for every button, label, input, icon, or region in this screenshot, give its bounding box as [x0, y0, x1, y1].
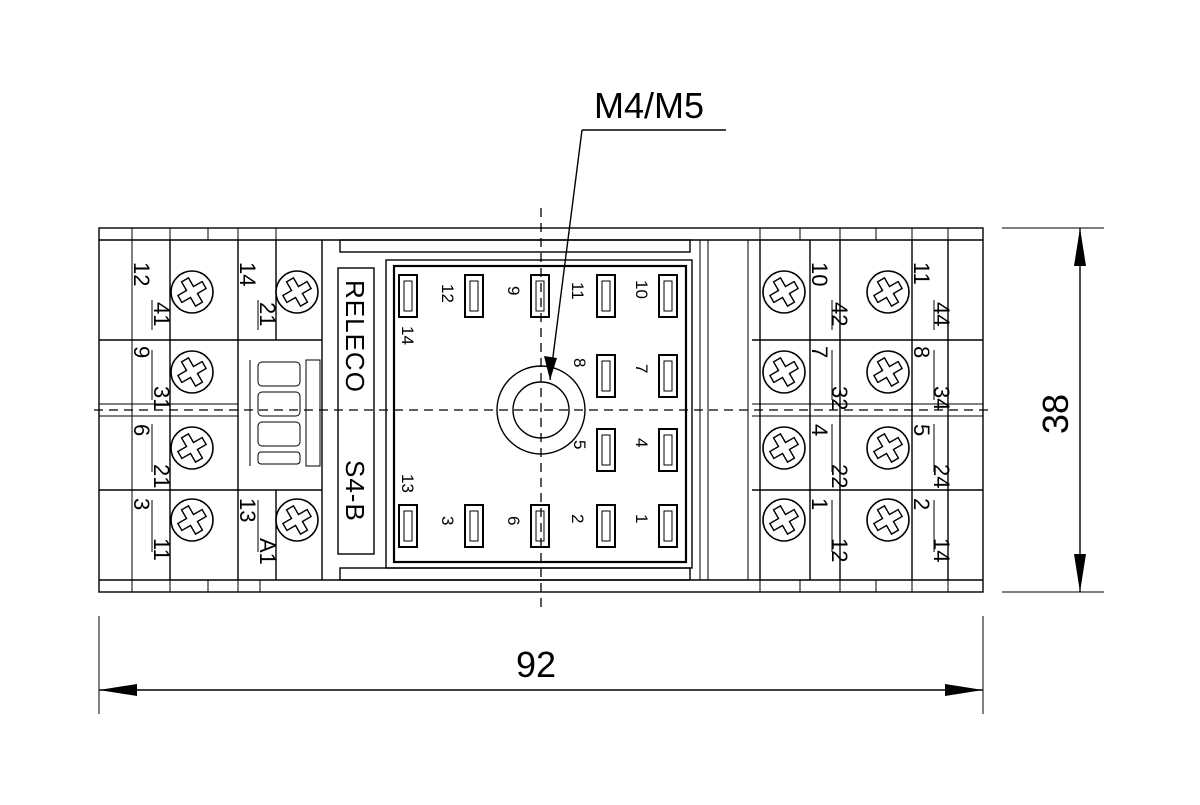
pin-slot	[530, 274, 550, 318]
terminal-code: 42	[827, 302, 852, 326]
pin-slot	[658, 274, 678, 318]
terminal-screw-icon	[866, 498, 910, 542]
socket-pin-labels: 14 12 9 11 10 8 7 5 4 13 3 6 2 1	[398, 280, 651, 525]
width-dimension: 92	[98, 616, 984, 714]
relay-socket	[339, 239, 749, 581]
terminal-screw-icon	[170, 426, 214, 470]
terminal-number: 6	[129, 424, 154, 436]
pin-slot	[658, 428, 678, 472]
dim-arrow-bottom	[1074, 554, 1086, 592]
terminal-code: 44	[929, 302, 954, 326]
terminal-code: 21	[149, 464, 174, 488]
terminal-code: 24	[929, 464, 954, 488]
pin-label: 2	[568, 514, 587, 523]
callout-arrowhead	[544, 356, 557, 380]
terminal-screw-icon	[170, 270, 214, 314]
terminal-number: 13	[235, 498, 260, 522]
brand-panel: RELECO S4-B	[337, 267, 375, 555]
pin-slot	[658, 504, 678, 548]
pin-slot	[596, 354, 616, 398]
dim-arrow-right	[945, 684, 983, 696]
pin-slot	[464, 504, 484, 548]
callout-label: M4/M5	[594, 85, 704, 126]
pin-slot	[658, 354, 678, 398]
pin-slot	[596, 274, 616, 318]
terminal-screws	[170, 270, 910, 542]
terminal-code: 32	[827, 386, 852, 410]
height-dimension: 38	[1002, 227, 1104, 593]
terminal-labels: 1241142193162131113A11042114473283442252…	[129, 262, 954, 565]
pin-slot	[596, 428, 616, 472]
terminal-number: 2	[909, 498, 934, 510]
pin-label: 6	[504, 516, 523, 525]
terminal-code: 34	[929, 386, 954, 410]
dim-arrow-top	[1074, 228, 1086, 266]
pin-label: 11	[568, 282, 587, 300]
pin-label: 5	[570, 440, 589, 449]
terminal-number: 3	[129, 498, 154, 510]
pin-label: 12	[438, 284, 457, 303]
terminal-screw-icon	[170, 350, 214, 394]
terminal-code: 12	[827, 538, 852, 562]
terminal-screw-icon	[762, 498, 806, 542]
pin-label: 4	[632, 438, 651, 447]
terminal-number: 14	[235, 262, 260, 286]
terminal-number: 1	[807, 498, 832, 510]
terminal-screw-icon	[762, 426, 806, 470]
pin-slot	[530, 504, 550, 548]
pin-label: 1	[632, 514, 651, 523]
right-terminal-block	[752, 240, 983, 580]
terminal-screw-icon	[866, 350, 910, 394]
terminal-code: 31	[149, 386, 174, 410]
dim-arrow-left	[99, 684, 137, 696]
brand-model: S4-B	[340, 460, 370, 522]
terminal-number: 5	[909, 424, 934, 436]
pin-label: 14	[398, 326, 417, 345]
socket-pin-slots	[398, 274, 678, 548]
terminal-number: 10	[807, 262, 832, 286]
height-value: 38	[1035, 394, 1076, 434]
terminal-number: 11	[909, 262, 934, 285]
pin-slot	[398, 504, 418, 548]
terminal-code: 22	[827, 464, 852, 488]
terminal-screw-icon	[866, 426, 910, 470]
terminal-screw-icon	[866, 270, 910, 314]
callout-leader: M4/M5	[544, 85, 726, 381]
terminal-number: 4	[807, 424, 832, 436]
terminal-number: 12	[129, 262, 154, 286]
pin-label: 8	[570, 358, 589, 367]
terminal-code: 41	[149, 302, 174, 326]
pin-label: 9	[504, 286, 523, 295]
pin-slot	[464, 274, 484, 318]
terminal-code: 21	[255, 302, 280, 326]
terminal-screw-icon	[275, 270, 319, 314]
terminal-screw-icon	[170, 498, 214, 542]
pin-label: 7	[632, 364, 651, 373]
brand-name: RELECO	[340, 280, 370, 393]
pin-label: 3	[438, 516, 457, 525]
terminal-screw-icon	[275, 498, 319, 542]
terminal-code: 14	[929, 538, 954, 562]
terminal-code: A1	[255, 538, 280, 565]
terminal-code: 11	[149, 538, 174, 561]
terminal-number: 9	[129, 346, 154, 358]
pin-label: 13	[398, 474, 417, 493]
width-value: 92	[516, 644, 556, 685]
terminal-screw-icon	[762, 270, 806, 314]
terminal-number: 7	[807, 346, 832, 358]
center-lines	[94, 208, 990, 612]
pin-label: 10	[632, 280, 651, 299]
pin-slot	[596, 504, 616, 548]
terminal-number: 8	[909, 346, 934, 358]
pin-slot	[398, 274, 418, 318]
terminal-screw-icon	[762, 350, 806, 394]
